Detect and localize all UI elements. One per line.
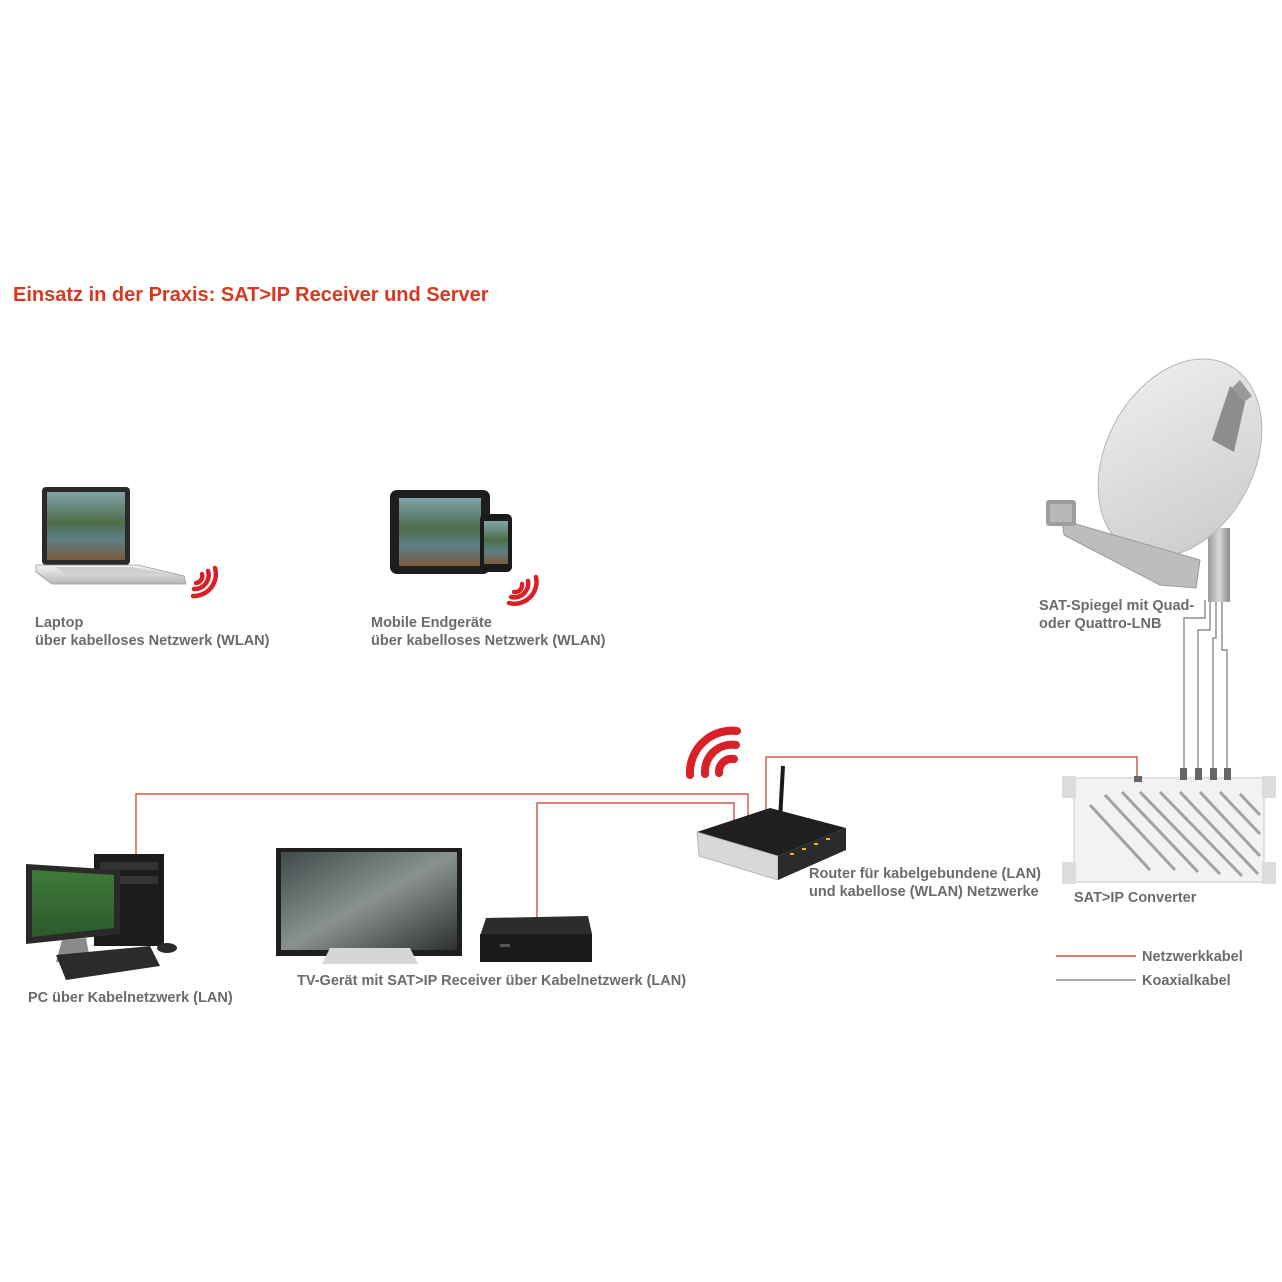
- legend-coax-label: Koaxialkabel: [1142, 973, 1231, 989]
- network-cables: [135, 756, 1138, 918]
- cable-pc-router: [135, 793, 749, 858]
- smartphone-icon: [480, 514, 512, 572]
- router-label: Router für kabelgebundene (LAN) und kabe…: [809, 866, 1042, 900]
- wifi-signal-icon: [685, 726, 741, 779]
- pc-label: PC über Kabelnetzwerk (LAN): [28, 990, 233, 1006]
- satellite-dish-icon: [1046, 358, 1263, 602]
- sat-ip-converter-icon: [1062, 768, 1276, 884]
- cable-tv-router: [536, 802, 735, 918]
- set-top-box-icon: [480, 916, 592, 962]
- mobile-label: Mobile Endgeräte über kabelloses Netzwer…: [371, 615, 606, 649]
- cable-router-converter: [765, 756, 1138, 812]
- laptop-icon: [35, 487, 187, 585]
- router-icon: [696, 765, 846, 881]
- tv-label: TV-Gerät mit SAT>IP Receiver über Kabeln…: [297, 973, 687, 989]
- desktop-pc-icon: [26, 854, 177, 980]
- legend-network-label: Netzwerkkabel: [1142, 949, 1243, 965]
- dish-label: SAT-Spiegel mit Quad- oder Quattro-LNB: [1039, 598, 1195, 632]
- wifi-signal-icon: [190, 565, 219, 599]
- wifi-signal-icon: [506, 574, 539, 606]
- page-title: Einsatz in der Praxis: SAT>IP Receiver u…: [13, 284, 489, 306]
- laptop-label: Laptop über kabelloses Netzwerk (WLAN): [35, 615, 270, 649]
- coax-cables: [1183, 600, 1228, 770]
- tablet-icon: [390, 490, 490, 574]
- converter-label: SAT>IP Converter: [1074, 890, 1197, 906]
- tv-icon: [276, 848, 462, 964]
